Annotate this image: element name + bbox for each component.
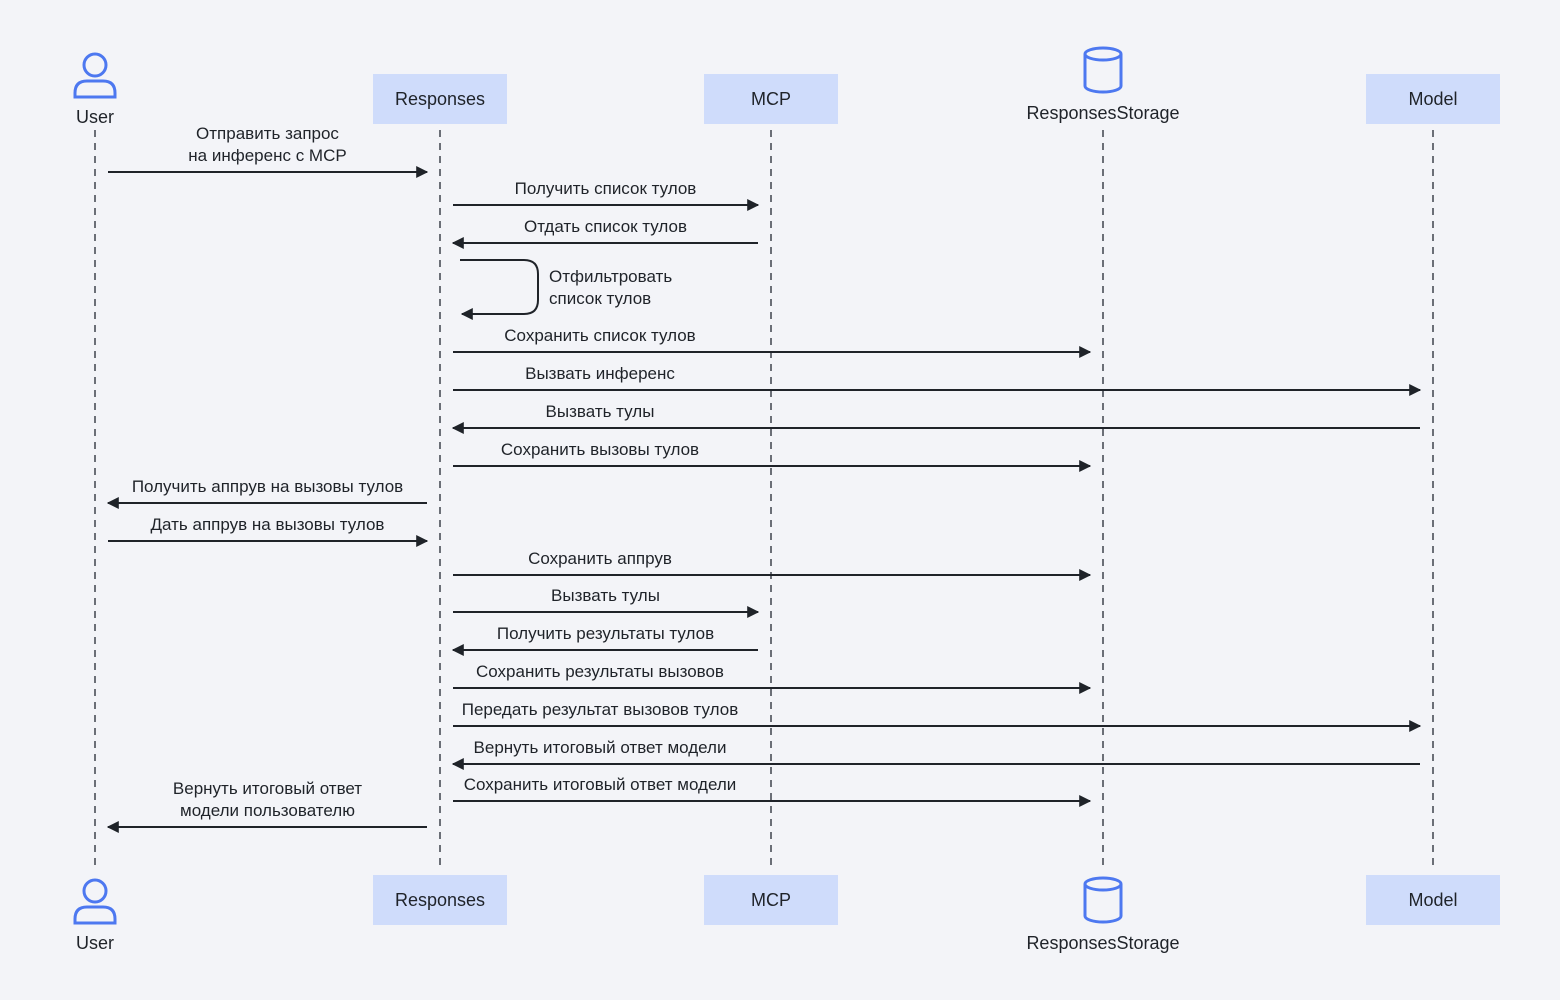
participant-responses-bottom: Responses (373, 875, 507, 925)
message: Получить список тулов (453, 179, 760, 211)
participant-label: Model (1408, 89, 1457, 109)
message-arrow (460, 259, 539, 320)
message-label: Вернуть итоговый ответ модели (474, 738, 727, 757)
message: Вызвать тулы (453, 586, 760, 618)
message-label: модели пользователю (180, 801, 355, 820)
participant-responses-top: Responses (373, 74, 507, 124)
participant-mcp-bottom: MCP (704, 875, 838, 925)
message: Вызвать инференс (453, 364, 1422, 396)
message-label: Сохранить итоговый ответ модели (464, 775, 737, 794)
message-label: Дать аппрув на вызовы тулов (151, 515, 385, 534)
user-icon-head (82, 52, 108, 78)
user-icon (73, 878, 117, 925)
database-icon-body (1083, 884, 1123, 924)
message: Отфильтровать список тулов (460, 259, 672, 320)
message: Сохранить вызовы тулов (453, 440, 1092, 472)
user-icon-body (73, 905, 117, 925)
message-label: Отфильтровать (549, 267, 672, 286)
message: Получить результаты тулов (451, 624, 758, 656)
participant-label: User (76, 107, 114, 127)
database-icon-body (1083, 54, 1123, 94)
message: Сохранить итоговый ответ модели (453, 775, 1092, 807)
participant-user-top: User (73, 52, 117, 127)
participant-box (373, 875, 507, 925)
message-label: на инференс с MCP (188, 146, 346, 165)
participant-storage-bottom: ResponsesStorage (1026, 876, 1180, 953)
message-label: Получить результаты тулов (497, 624, 714, 643)
message-label: Вызвать тулы (551, 586, 660, 605)
message-label: Отправить запрос (196, 124, 339, 143)
participant-label: MCP (751, 89, 791, 109)
participants-bottom: User Responses MCP ResponsesStorage Model (73, 875, 1500, 953)
message: Сохранить список тулов (453, 326, 1092, 358)
participant-box (373, 74, 507, 124)
message: Вернуть итоговый ответ модели пользовател… (106, 779, 427, 833)
message: Отправить запрос на инференс с MCP (108, 124, 429, 178)
message-label: Сохранить аппрув (528, 549, 672, 568)
message-label: Сохранить вызовы тулов (501, 440, 699, 459)
message-label: Вызвать инференс (525, 364, 675, 383)
participant-storage-top: ResponsesStorage (1026, 46, 1180, 123)
database-icon (1083, 46, 1123, 94)
user-icon-body (73, 79, 117, 99)
message-label: Сохранить результаты вызовов (476, 662, 724, 681)
message-label: Сохранить список тулов (504, 326, 695, 345)
message: Сохранить результаты вызовов (453, 662, 1092, 694)
message-label: Вернуть итоговый ответ (173, 779, 362, 798)
message-label: Отдать список тулов (524, 217, 687, 236)
user-icon (73, 52, 117, 99)
user-icon-head (82, 878, 108, 904)
message: Отдать список тулов (451, 217, 758, 249)
message: Передать результат вызовов тулов (453, 700, 1422, 732)
database-icon-top (1083, 876, 1123, 892)
message-label: Передать результат вызовов тулов (462, 700, 739, 719)
message: Вызвать тулы (451, 402, 1420, 434)
message-label: список тулов (549, 289, 651, 308)
participant-model-top: Model (1366, 74, 1500, 124)
message-label: Получить список тулов (515, 179, 697, 198)
participant-box (1366, 875, 1500, 925)
participant-user-bottom: User (73, 878, 117, 953)
participant-box (704, 875, 838, 925)
participant-label: ResponsesStorage (1026, 103, 1179, 123)
participant-box (704, 74, 838, 124)
participant-label: Responses (395, 89, 485, 109)
participant-mcp-top: MCP (704, 74, 838, 124)
participant-model-bottom: Model (1366, 875, 1500, 925)
message-label: Получить аппрув на вызовы тулов (132, 477, 403, 496)
message: Получить аппрув на вызовы тулов (106, 477, 427, 509)
participant-label: MCP (751, 890, 791, 910)
participant-label: User (76, 933, 114, 953)
messages: Отправить запрос на инференс с MCP Получит… (106, 124, 1422, 833)
participants-top: User Responses MCP ResponsesStorage Model (73, 46, 1500, 127)
lifelines (94, 130, 1434, 868)
message-label: Вызвать тулы (546, 402, 655, 421)
participant-label: ResponsesStorage (1026, 933, 1179, 953)
message: Дать аппрув на вызовы тулов (108, 515, 429, 547)
message: Вернуть итоговый ответ модели (451, 738, 1420, 770)
database-icon (1083, 876, 1123, 924)
message: Сохранить аппрув (453, 549, 1092, 581)
participant-box (1366, 74, 1500, 124)
database-icon-top (1083, 46, 1123, 62)
participant-label: Responses (395, 890, 485, 910)
participant-label: Model (1408, 890, 1457, 910)
